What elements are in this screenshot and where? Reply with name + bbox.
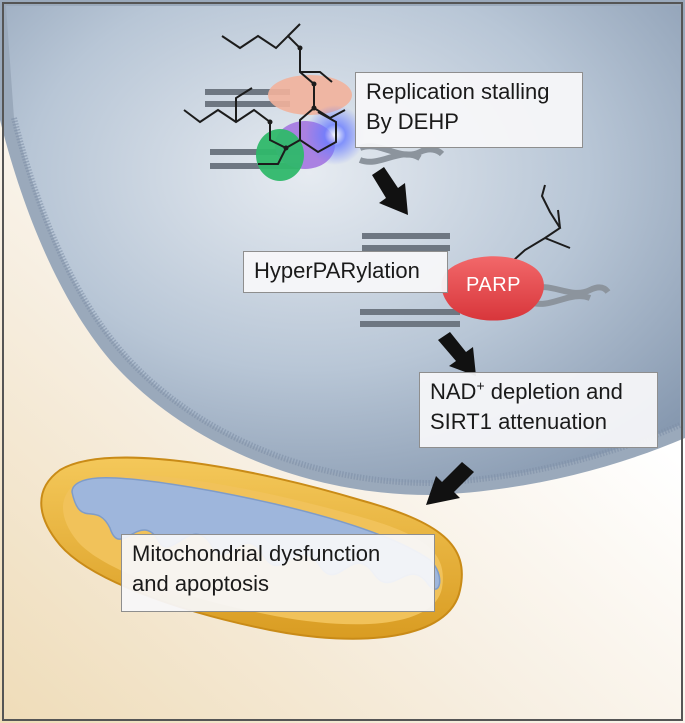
nad-line1-suffix: depletion and xyxy=(484,379,623,404)
dehp-molecule xyxy=(183,23,365,181)
arrow-3 xyxy=(426,462,474,505)
nad-line1-prefix: NAD xyxy=(430,379,477,404)
mito-line1: Mitochondrial dysfunction xyxy=(132,541,381,566)
flow-arrows xyxy=(372,167,476,505)
parp-enzyme xyxy=(441,184,571,321)
nad-line2: SIRT1 attenuation xyxy=(430,409,607,434)
nad-line1-sup: + xyxy=(476,377,485,394)
nad-line1: NAD+ depletion and xyxy=(430,377,647,407)
replication-line1: Replication stalling xyxy=(366,79,550,104)
parp-label: PARP xyxy=(466,274,521,296)
label-hyperparylation: HyperPARylation xyxy=(243,251,448,293)
dna-fork-middle xyxy=(360,233,611,327)
arrow-2 xyxy=(438,332,476,376)
label-mitochondrial-dysfunction: Mitochondrial dysfunction and apoptosis xyxy=(121,534,435,612)
label-replication-stalling: Replication stalling By DEHP xyxy=(355,72,583,148)
hyperparylation-line1: HyperPARylation xyxy=(254,258,420,283)
arrow-1 xyxy=(372,167,408,215)
replication-line2: By DEHP xyxy=(366,109,459,134)
label-nad-depletion: NAD+ depletion and SIRT1 attenuation xyxy=(419,372,658,448)
mito-line2: and apoptosis xyxy=(132,571,269,596)
